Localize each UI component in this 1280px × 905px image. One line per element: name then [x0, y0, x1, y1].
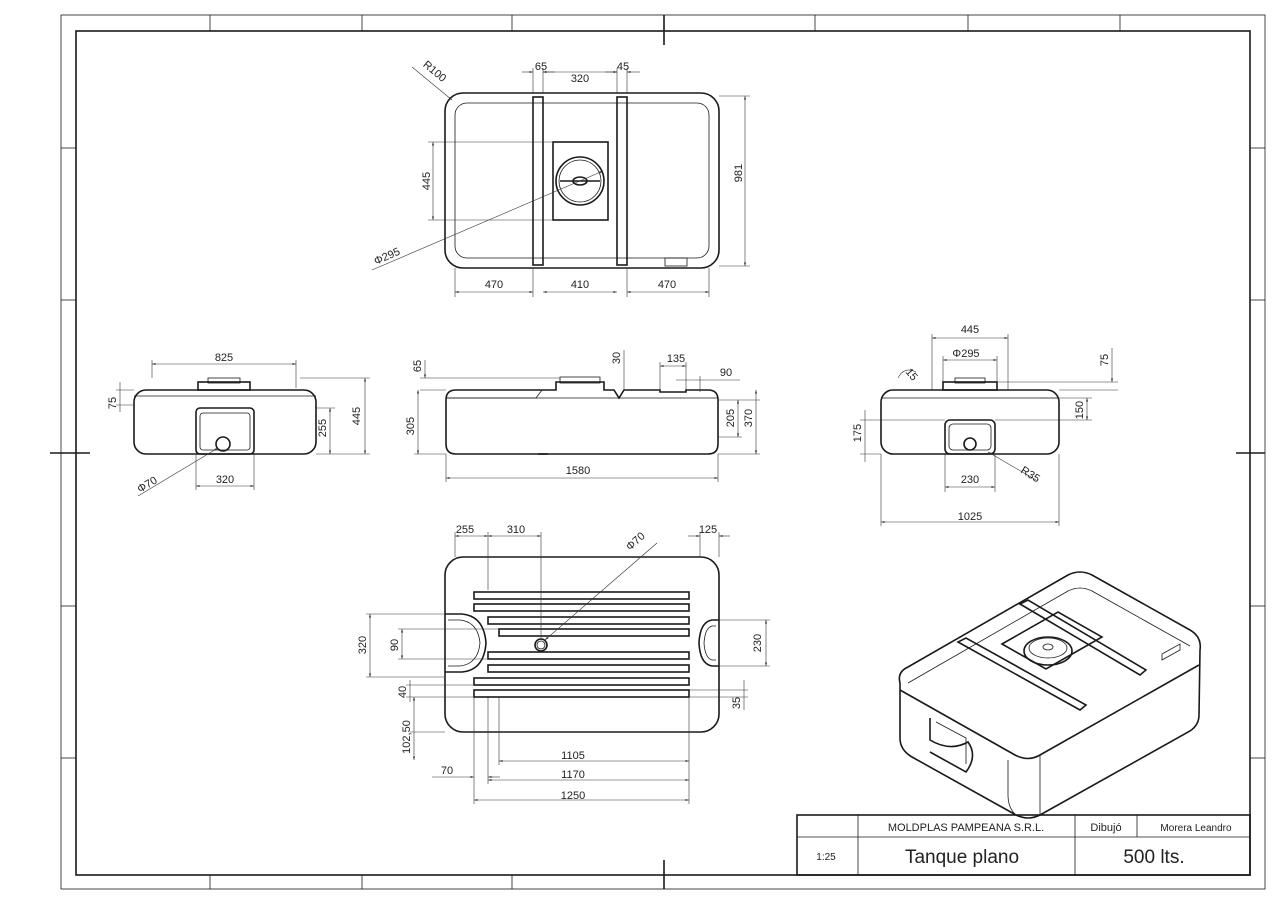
dim-right-phi295: Φ295: [952, 348, 979, 360]
dim-bottom-phi70: Φ70: [624, 530, 648, 553]
right-side-view: 445 Φ295 75 15 150 175 230 R35 1025: [852, 324, 1118, 526]
left-side-view: 825 75 255 445 Φ70 320: [107, 352, 370, 497]
isometric-view: [898, 571, 1202, 819]
dim-left-phi70: Φ70: [135, 474, 159, 495]
dim-top-65: 65: [535, 61, 547, 73]
drawn-by-name: Morera Leandro: [1160, 823, 1232, 834]
dim-right-15: 15: [903, 366, 920, 383]
dim-bottom-255: 255: [456, 524, 474, 536]
dim-right-150: 150: [1074, 401, 1086, 419]
sheet-border: [50, 14, 1266, 890]
dim-bottom-40: 40: [397, 686, 409, 698]
dim-top-r100: R100: [420, 59, 448, 85]
drawn-by-label: Dibujó: [1090, 822, 1121, 834]
dim-front-305: 305: [405, 417, 417, 435]
dim-bottom-230: 230: [752, 634, 764, 652]
dim-bottom-310: 310: [507, 524, 525, 536]
dim-top-470-left: 470: [485, 279, 503, 291]
tank-capacity: 500 lts.: [1123, 847, 1184, 868]
dim-right-175: 175: [852, 424, 864, 442]
dim-front-135: 135: [667, 353, 685, 365]
dim-front-65: 65: [412, 360, 424, 372]
dim-bottom-1105: 1105: [561, 750, 585, 762]
drawing-scale: 1:25: [816, 852, 836, 863]
dim-top-45: 45: [617, 61, 629, 73]
dim-front-205: 205: [725, 409, 737, 427]
dim-bottom-1170: 1170: [561, 769, 585, 781]
bottom-view: 255 310 125 Φ70 320 90 230 40 35 102,50 …: [357, 524, 770, 804]
dim-bottom-320: 320: [357, 636, 369, 654]
dim-front-1580: 1580: [566, 465, 590, 477]
dim-front-30: 30: [611, 352, 623, 364]
dim-top-445: 445: [421, 172, 433, 190]
dim-left-320: 320: [216, 474, 234, 486]
dim-bottom-35: 35: [731, 697, 743, 709]
dim-front-90: 90: [720, 367, 732, 379]
title-block: MOLDPLAS PAMPEANA S.R.L. Dibujó Morera L…: [796, 814, 1251, 876]
dim-top-981: 981: [733, 164, 745, 182]
dim-left-75: 75: [107, 397, 119, 409]
dim-front-370: 370: [743, 409, 755, 427]
dim-left-255: 255: [317, 419, 329, 437]
dim-top-410: 410: [571, 279, 589, 291]
dim-right-230: 230: [961, 474, 979, 486]
dim-left-445: 445: [351, 407, 363, 425]
dim-bottom-102-50: 102,50: [401, 720, 413, 754]
dim-right-r35: R35: [1018, 464, 1041, 485]
dim-bottom-1250: 1250: [561, 790, 585, 802]
dim-left-825: 825: [215, 352, 233, 364]
dim-bottom-90: 90: [389, 639, 401, 651]
dim-right-75: 75: [1099, 354, 1111, 366]
company-name: MOLDPLAS PAMPEANA S.R.L.: [888, 822, 1044, 834]
dim-top-phi295: Φ295: [372, 246, 402, 268]
top-view: 65 320 45 R100 445 981 Φ295 470 410 470: [371, 59, 750, 297]
dim-bottom-70: 70: [441, 765, 453, 777]
dim-top-320: 320: [571, 73, 589, 85]
dim-top-470-right: 470: [658, 279, 676, 291]
front-view: 65 305 30 135 90 205 370 1580: [405, 350, 760, 482]
drawing-title: Tanque plano: [905, 847, 1019, 868]
dim-right-1025: 1025: [958, 511, 982, 523]
dim-bottom-125: 125: [699, 524, 717, 536]
dim-right-445: 445: [961, 324, 979, 336]
